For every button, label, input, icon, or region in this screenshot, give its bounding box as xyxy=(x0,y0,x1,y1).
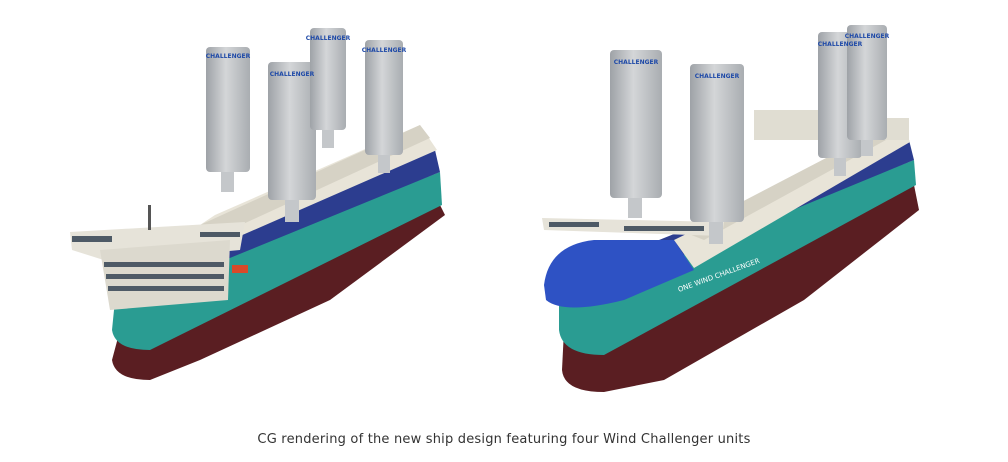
sail-left-1 xyxy=(206,47,250,192)
image-caption: CG rendering of the new ship design feat… xyxy=(257,432,751,447)
hull-lower-left xyxy=(112,205,445,380)
sail-left-4 xyxy=(365,40,403,173)
sail-label-r3: CHALLENGER xyxy=(818,41,863,48)
sail-label-l2: CHALLENGER xyxy=(270,71,315,78)
sail-label-l1: CHALLENGER xyxy=(206,53,251,60)
hull-lower-right xyxy=(562,185,919,392)
sail-right-4 xyxy=(847,25,887,156)
ship-image-left: CHALLENGER CHALLENGER CHALLENGER CHALLEN… xyxy=(70,28,445,380)
sail-right-2 xyxy=(690,64,744,244)
deck-right xyxy=(674,128,910,268)
sail-label-r2: CHALLENGER xyxy=(695,73,740,80)
lifeboat-left xyxy=(232,265,248,273)
sail-label-r1: CHALLENGER xyxy=(614,59,659,66)
ship-image-right: CHALLENGER CHALLENGER CHALLENGER CHALLEN… xyxy=(542,25,919,392)
hull-teal-right xyxy=(559,160,916,355)
hull-teal-left xyxy=(112,172,442,350)
sail-label-l3: CHALLENGER xyxy=(306,35,351,42)
sail-left-3 xyxy=(310,28,346,148)
sail-right-1 xyxy=(610,50,662,218)
sail-label-r4: CHALLENGER xyxy=(845,33,890,40)
bow-blue-right xyxy=(544,240,694,308)
sail-left-2 xyxy=(268,62,316,222)
sail-label-l4: CHALLENGER xyxy=(362,47,407,54)
